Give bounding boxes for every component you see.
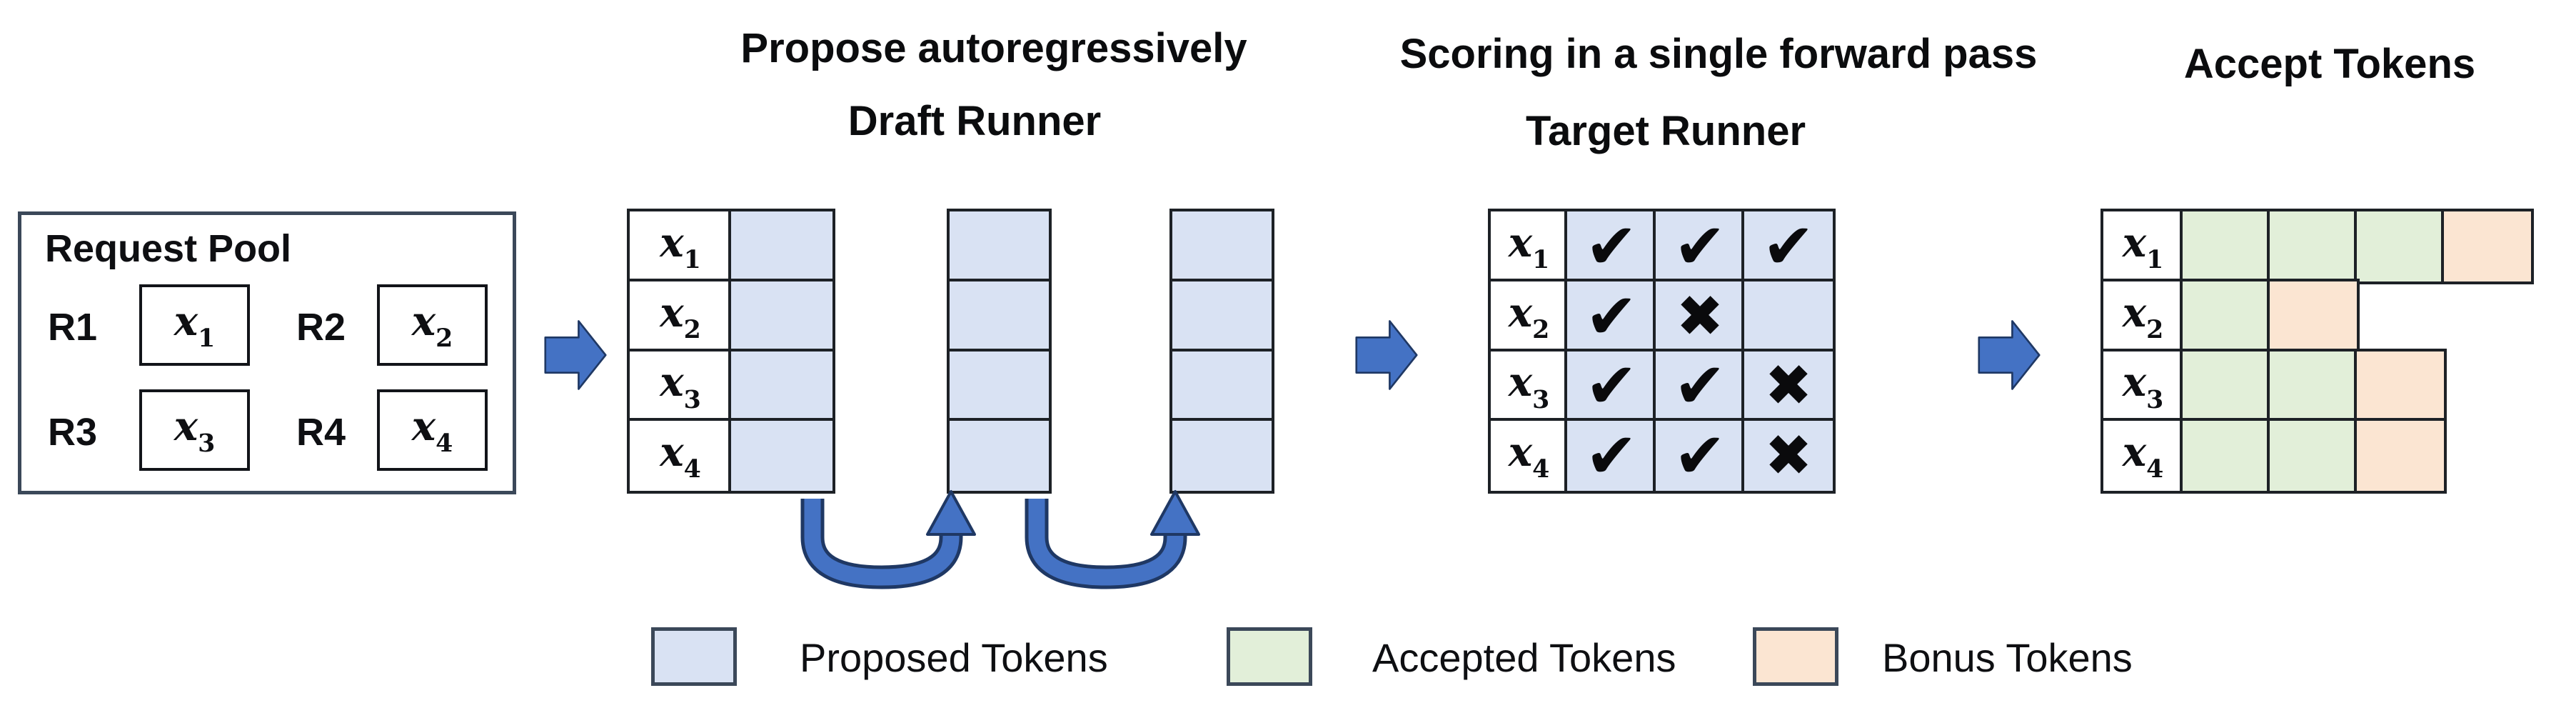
accepted-token-cell [2267, 209, 2360, 284]
request-label-r4: R4 [296, 411, 346, 454]
token-x2: x2 [411, 298, 453, 354]
accepted-token-cell [2354, 209, 2447, 284]
score-cell: ✔ [1653, 418, 1747, 494]
proposed-tokens-label: Proposed Tokens [800, 635, 1108, 680]
score-cell: ✔ [1564, 278, 1659, 354]
accepted-token-cell [2180, 418, 2273, 494]
bonus-tokens-swatch [1753, 627, 1838, 686]
cross-icon: ✖ [1764, 352, 1813, 419]
accepted-token-cell [2180, 348, 2273, 424]
score-cell: ✔ [1564, 209, 1659, 284]
proposed-token-cell [728, 209, 835, 284]
row-label-cell: x2 [1488, 278, 1570, 354]
token-x4: x4 [411, 403, 453, 459]
proposed-token-cell [947, 278, 1052, 354]
proposed-token-cell [947, 418, 1052, 494]
proposed-token-cell [1169, 278, 1274, 354]
row-label-cell: x3 [2100, 348, 2185, 424]
check-icon: ✔ [1674, 419, 1726, 493]
proposed-token-cell [728, 348, 835, 424]
row-label-cell: x2 [2100, 278, 2185, 354]
token-x1: x1 [173, 298, 216, 354]
target-runner-title: Target Runner [1525, 108, 1806, 154]
request-pool-box: Request Pool R1 x1 R2 x2 R3 x3 R4 x4 [18, 211, 516, 494]
accepted-tokens-swatch [1227, 627, 1312, 686]
accept-tokens-title: Accept Tokens [2183, 41, 2476, 87]
scoring-title: Scoring in a single forward pass [1399, 31, 2038, 77]
row-label-cell: x4 [2100, 418, 2185, 494]
check-icon: ✔ [1585, 349, 1638, 423]
accepted-token-cell [2180, 209, 2273, 284]
proposed-token-cell [1169, 209, 1274, 284]
propose-title: Propose autoregressively [740, 25, 1247, 71]
proposed-token-cell [728, 418, 835, 494]
proposed-token-cell [1169, 348, 1274, 424]
request-label-r3: R3 [48, 411, 98, 454]
accepted-token-cell [2267, 418, 2360, 494]
right-arrow-icon [1355, 320, 1418, 390]
check-icon: ✔ [1585, 209, 1638, 283]
autoregressive-loop-arrows [800, 490, 1200, 589]
token-box-x4: x4 [377, 389, 488, 471]
bonus-token-cell [2354, 418, 2447, 494]
score-cell: ✖ [1653, 278, 1747, 354]
score-cell: ✔ [1564, 348, 1659, 424]
row-label-cell: x4 [1488, 418, 1570, 494]
request-pool-title: Request Pool [45, 227, 292, 270]
proposed-token-cell [947, 209, 1052, 284]
accepted-tokens-label: Accepted Tokens [1372, 635, 1676, 680]
score-cell: ✖ [1741, 348, 1836, 424]
cross-icon: ✖ [1676, 282, 1724, 349]
cross-icon: ✖ [1764, 422, 1813, 489]
score-cell [1741, 278, 1836, 354]
row-label-cell: x4 [627, 418, 734, 494]
row-label-cell: x3 [627, 348, 734, 424]
check-icon: ✔ [1585, 419, 1638, 493]
check-icon: ✔ [1674, 349, 1726, 423]
right-arrow-icon [544, 320, 607, 390]
token-box-x2: x2 [377, 284, 488, 366]
token-x3: x3 [173, 403, 216, 459]
accepted-token-cell [2267, 348, 2360, 424]
proposed-token-cell [1169, 418, 1274, 494]
score-cell: ✔ [1653, 209, 1747, 284]
check-icon: ✔ [1762, 209, 1815, 283]
bonus-token-cell [2267, 278, 2360, 354]
request-label-r1: R1 [48, 306, 98, 349]
proposed-tokens-swatch [651, 627, 737, 686]
check-icon: ✔ [1585, 279, 1638, 353]
right-arrow-icon [1978, 320, 2041, 390]
proposed-token-cell [947, 348, 1052, 424]
row-label-cell: x1 [2100, 209, 2185, 284]
score-cell: ✖ [1741, 418, 1836, 494]
check-icon: ✔ [1674, 209, 1726, 283]
proposed-token-cell [728, 278, 835, 354]
bonus-token-cell [2354, 348, 2447, 424]
score-cell: ✔ [1741, 209, 1836, 284]
row-label-cell: x1 [1488, 209, 1570, 284]
bonus-token-cell [2441, 209, 2534, 284]
token-box-x3: x3 [139, 389, 250, 471]
row-label-cell: x1 [627, 209, 734, 284]
draft-runner-title: Draft Runner [847, 98, 1102, 144]
token-box-x1: x1 [139, 284, 250, 366]
bonus-tokens-label: Bonus Tokens [1882, 635, 2133, 680]
row-label-cell: x3 [1488, 348, 1570, 424]
score-cell: ✔ [1564, 418, 1659, 494]
accepted-token-cell [2180, 278, 2273, 354]
request-label-r2: R2 [296, 306, 346, 349]
row-label-cell: x2 [627, 278, 734, 354]
score-cell: ✔ [1653, 348, 1747, 424]
